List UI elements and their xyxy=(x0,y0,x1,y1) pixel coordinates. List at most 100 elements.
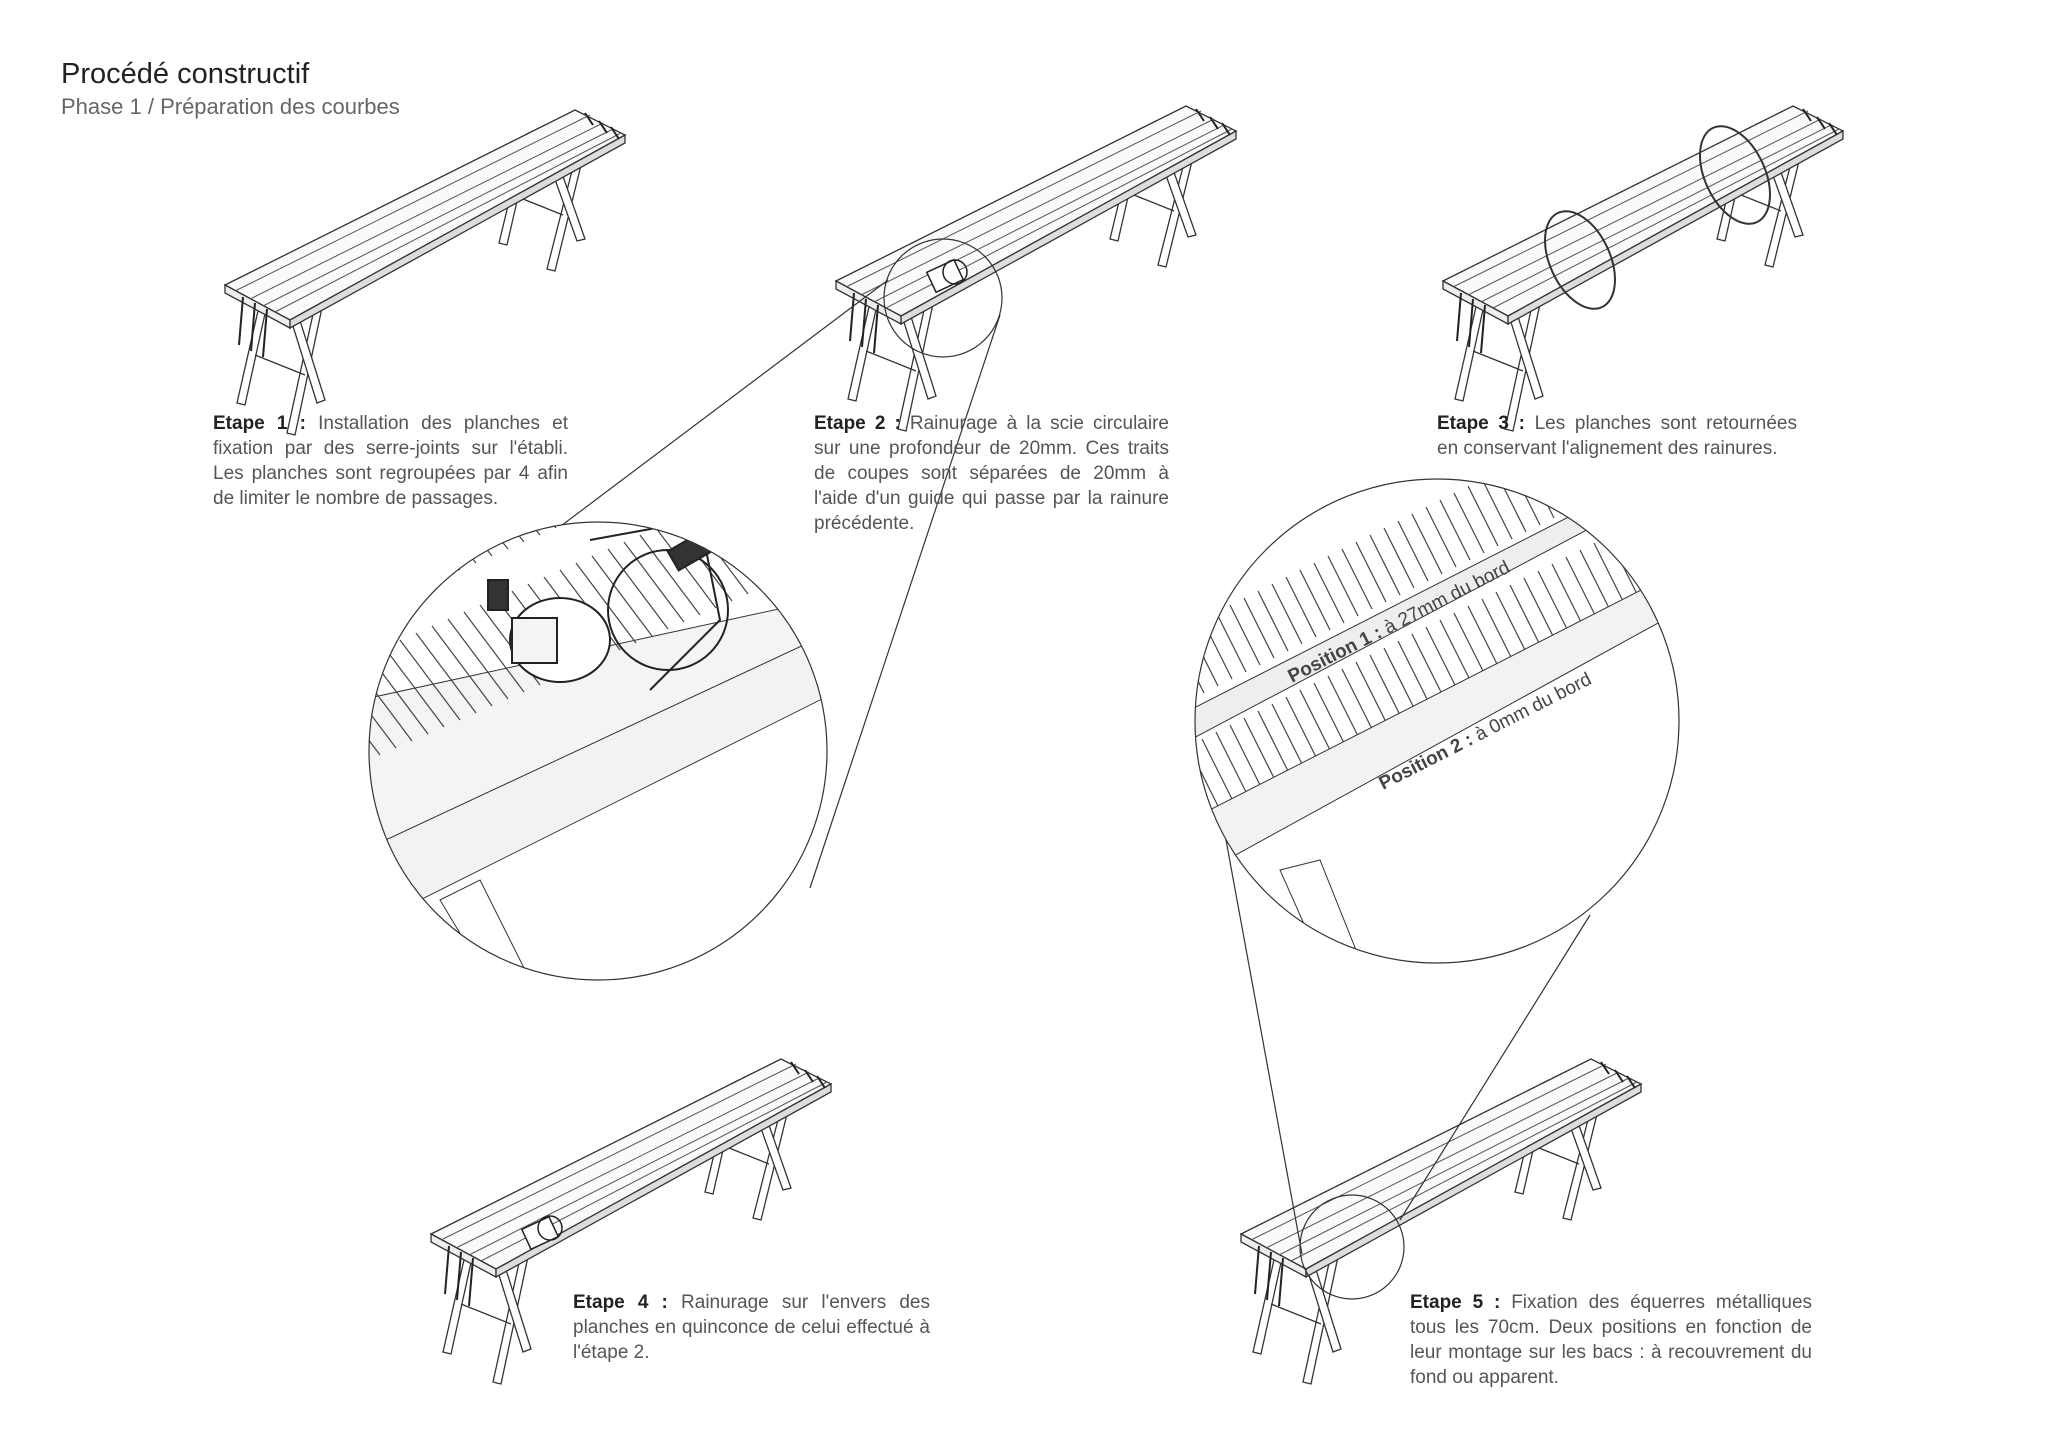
detail-circle-brackets: Position 1 : à 27mm du bord Position 2 :… xyxy=(1160,332,1806,964)
groove-line xyxy=(1271,583,1303,645)
groove-line xyxy=(1313,562,1345,624)
groove-line xyxy=(655,527,717,609)
groove-line xyxy=(1215,611,1247,673)
groove-line xyxy=(1327,555,1359,617)
groove-line xyxy=(435,522,477,564)
groove-line xyxy=(1635,521,1667,583)
groove-line xyxy=(660,415,700,465)
groove-line xyxy=(623,541,685,623)
groove-line xyxy=(369,660,413,742)
step-1-label: Etape 1 : xyxy=(213,413,306,434)
groove-line xyxy=(260,590,300,640)
step-3-label: Etape 3 : xyxy=(1437,413,1525,434)
groove-line xyxy=(419,522,461,571)
groove-line xyxy=(612,436,652,486)
groove-line xyxy=(1495,591,1527,653)
groove-line xyxy=(607,548,669,630)
groove-line xyxy=(369,667,397,749)
groove-line xyxy=(1453,492,1485,554)
bench-step-3 xyxy=(1442,105,1844,432)
rotate-arrow-icon xyxy=(1544,125,1771,310)
groove-line xyxy=(1383,647,1415,709)
groove-line xyxy=(1397,640,1429,702)
groove-line xyxy=(1720,480,1750,540)
groove-line xyxy=(1551,563,1583,625)
step-2-caption: Etape 2 : Rainurage à la scie circulaire… xyxy=(814,411,1169,536)
groove-line xyxy=(1243,717,1275,779)
groove-line xyxy=(415,632,477,714)
groove-line xyxy=(1160,760,1190,820)
page-subtitle: Phase 1 / Préparation des courbes xyxy=(61,94,400,119)
groove-line xyxy=(371,540,413,592)
groove-line xyxy=(387,533,429,585)
groove-line xyxy=(1565,556,1597,618)
groove-line xyxy=(1706,487,1736,547)
groove-line xyxy=(1285,696,1317,758)
groove-line xyxy=(724,387,764,437)
groove-line xyxy=(1201,738,1233,800)
groove-line xyxy=(403,526,445,578)
groove-line xyxy=(1229,604,1261,666)
groove-line xyxy=(1734,473,1764,533)
groove-line xyxy=(451,522,493,557)
groove-line xyxy=(676,408,716,458)
groove-line xyxy=(1677,500,1679,562)
bench-step-1 xyxy=(224,109,626,436)
circular-saw-icon xyxy=(487,522,729,691)
groove-line xyxy=(1481,598,1513,660)
groove-line xyxy=(1579,549,1611,611)
groove-line xyxy=(1285,576,1317,638)
groove-line xyxy=(272,696,332,776)
groove-line xyxy=(1762,339,1792,399)
step-3-caption: Etape 3 : Les planches sont retournées e… xyxy=(1437,411,1797,461)
groove-line xyxy=(1271,703,1303,765)
groove-line xyxy=(369,674,381,756)
circular-saw-icon xyxy=(925,258,968,294)
groove-line xyxy=(580,450,620,500)
groove-line xyxy=(276,583,316,633)
groove-line xyxy=(1369,654,1401,716)
step-4-text: Rainurage sur l'envers des planches en q… xyxy=(573,1292,930,1363)
groove-line xyxy=(1425,626,1457,688)
groove-line xyxy=(1776,332,1806,392)
step-2-text: Rainurage à la scie circulaire sur une p… xyxy=(814,413,1169,534)
groove-line xyxy=(644,422,684,472)
groove-line xyxy=(304,682,364,762)
groove-line xyxy=(1762,459,1792,519)
groove-line xyxy=(240,710,300,790)
bench-step-5 xyxy=(1240,1058,1642,1385)
groove-line xyxy=(1341,668,1373,730)
groove-line xyxy=(1453,612,1485,674)
groove-line xyxy=(1748,346,1778,406)
groove-line xyxy=(575,562,637,644)
groove-line xyxy=(1748,466,1778,526)
step-1-text: Installation des planches et fixation pa… xyxy=(213,413,568,509)
groove-line xyxy=(1593,542,1625,604)
groove-line xyxy=(596,443,636,493)
groove-line xyxy=(1229,724,1261,786)
step-5-text: Fixation des équerres métalliques tous l… xyxy=(1410,1292,1813,1388)
bench-step-4 xyxy=(430,1058,832,1385)
groove-line xyxy=(1299,569,1331,631)
groove-line xyxy=(1243,597,1275,659)
groove-line xyxy=(1195,745,1219,807)
groove-line xyxy=(1692,494,1722,554)
groove-line xyxy=(1467,605,1499,667)
groove-line xyxy=(1355,541,1387,603)
groove-line xyxy=(639,534,701,616)
groove-line xyxy=(1215,731,1247,793)
groove-line xyxy=(1313,682,1345,744)
groove-line xyxy=(1663,507,1679,569)
groove-line xyxy=(1160,640,1190,700)
step-3-text: Les planches sont retournées en conserva… xyxy=(1437,413,1797,459)
step-4-label: Etape 4 : xyxy=(573,1292,668,1313)
groove-line xyxy=(431,625,493,707)
groove-line xyxy=(1411,513,1443,575)
groove-line xyxy=(1397,520,1429,582)
bench-step-2 xyxy=(835,105,1237,432)
groove-line xyxy=(369,547,397,599)
groove-line xyxy=(1257,590,1289,652)
groove-line xyxy=(1355,661,1387,723)
groove-line xyxy=(399,639,461,721)
